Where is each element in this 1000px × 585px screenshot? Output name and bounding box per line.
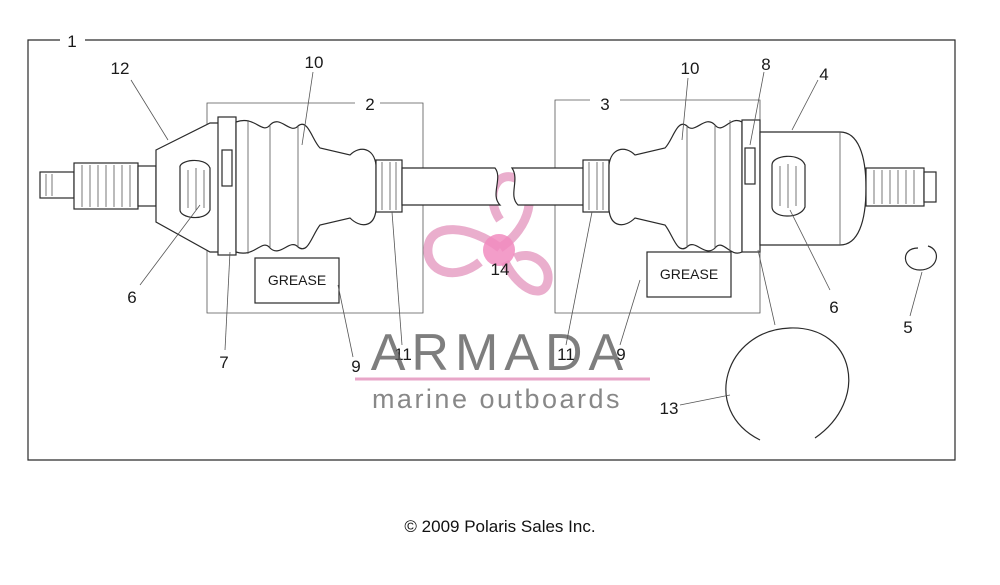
boot-clamp-large-right <box>741 119 761 253</box>
grease-packet-left: GREASE <box>254 257 340 304</box>
callout-labels: 1 2 3 4 5 6 6 7 8 9 9 10 10 11 11 12 13 … <box>67 32 912 418</box>
grease-label-left: GREASE <box>268 272 326 288</box>
callout-4: 4 <box>819 65 828 84</box>
callout-12: 12 <box>111 59 130 78</box>
outer-cv-joint <box>39 122 225 253</box>
boot-clamp-small-right <box>582 159 610 213</box>
callout-5: 5 <box>903 318 912 337</box>
grease-label-right: GREASE <box>660 266 718 282</box>
cv-boot-left <box>235 119 377 254</box>
snap-ring <box>904 245 937 271</box>
callout-14: 14 <box>491 260 510 279</box>
band-clamp <box>725 327 850 441</box>
callout-13: 13 <box>660 399 679 418</box>
watermark-subtitle: marine outboards <box>372 384 622 414</box>
grease-packet-right: GREASE <box>646 251 732 298</box>
cv-boot-right <box>608 119 743 254</box>
boot-clamp-large-left <box>217 116 237 256</box>
callout-1: 1 <box>67 32 76 51</box>
axle-shaft <box>401 167 591 206</box>
callout-11-left: 11 <box>394 345 412 364</box>
callout-8: 8 <box>761 55 770 74</box>
armada-watermark: ARMADA marine outboards <box>355 324 650 414</box>
inner-cv-housing <box>759 131 937 246</box>
propeller-blade-icon <box>500 251 553 296</box>
callout-7: 7 <box>219 353 228 372</box>
propeller-blade-icon <box>423 225 503 278</box>
callout-3: 3 <box>600 95 609 114</box>
assembly-frame <box>27 39 956 461</box>
callout-6-right: 6 <box>829 298 838 317</box>
boot-kit-box-left <box>206 102 424 314</box>
callout-9-left: 9 <box>351 357 360 376</box>
callout-10-left: 10 <box>305 53 324 72</box>
callout-10-right: 10 <box>681 59 700 78</box>
boot-clamp-small-left <box>375 159 403 213</box>
callout-11-right: 11 <box>557 345 575 364</box>
copyright-notice: © 2009 Polaris Sales Inc. <box>404 517 596 536</box>
propeller-hub-icon <box>483 234 515 266</box>
callout-9-right: 9 <box>616 345 625 364</box>
callout-6-left: 6 <box>127 288 136 307</box>
leader-lines <box>130 71 923 406</box>
boot-kit-box-right <box>554 99 761 314</box>
watermark-title: ARMADA <box>371 324 629 382</box>
callout-2: 2 <box>365 95 374 114</box>
